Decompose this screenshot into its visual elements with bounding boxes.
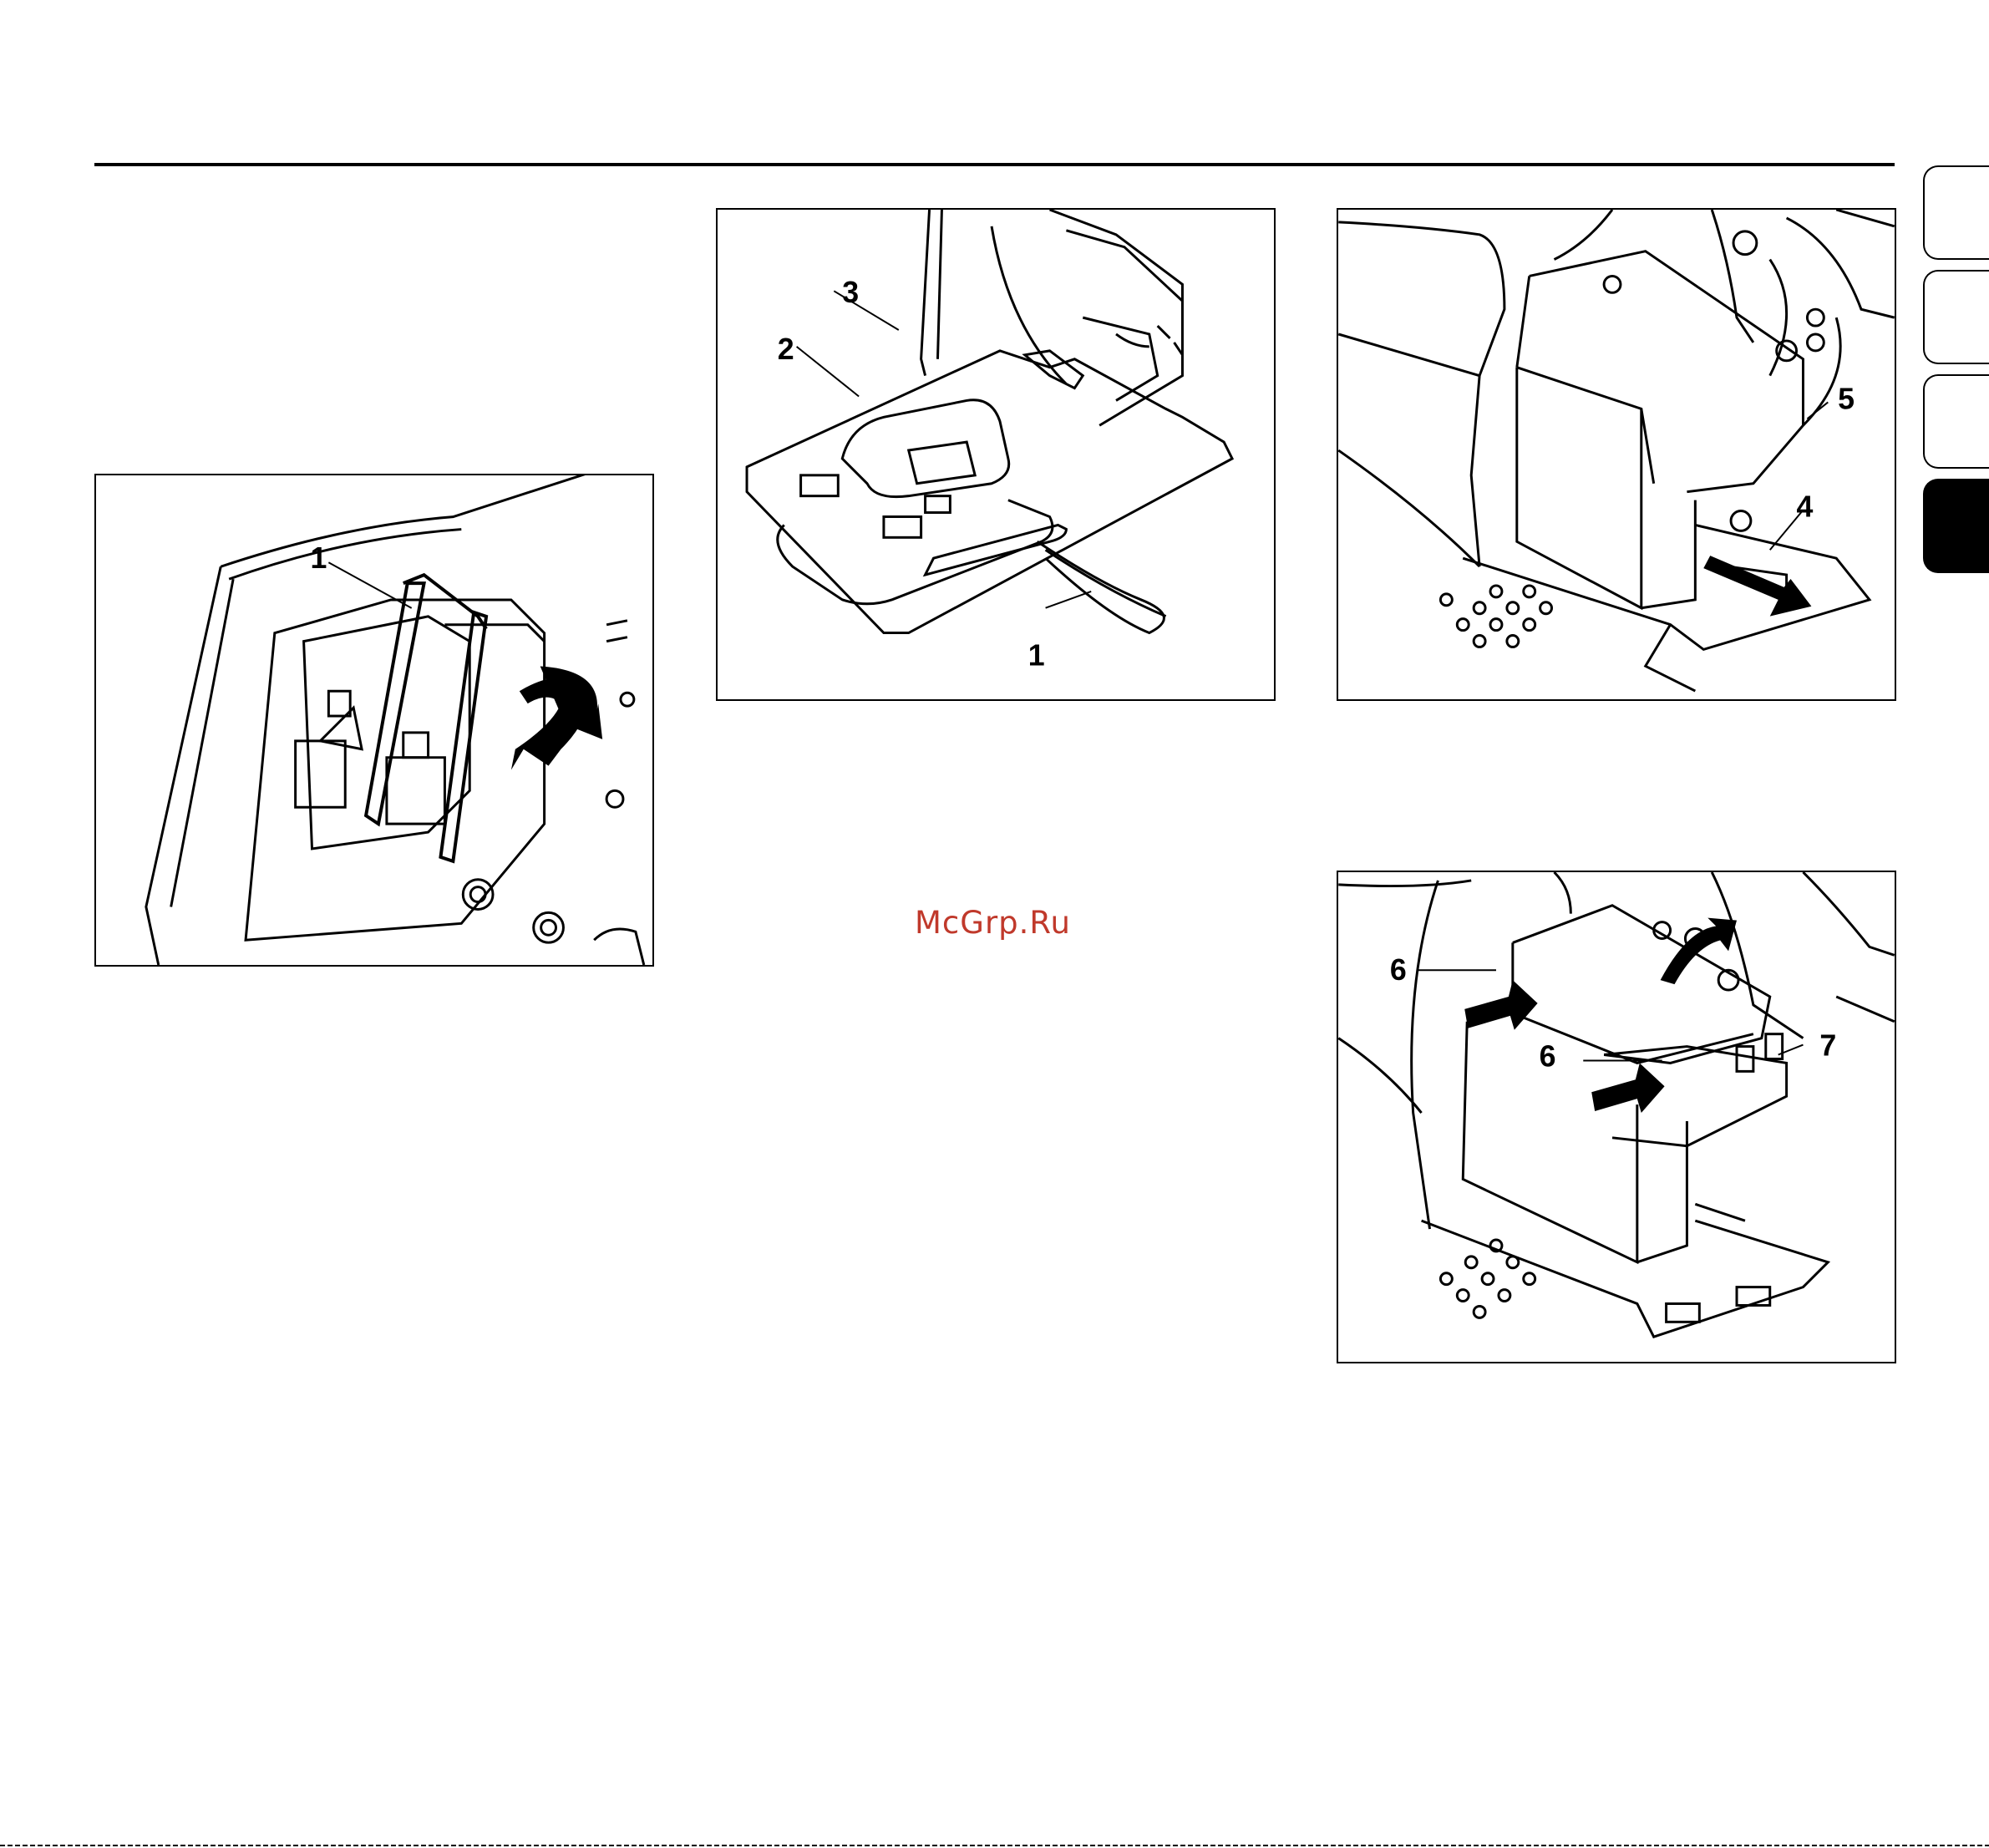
figure-battery-cover-install: 6 6 7: [1337, 871, 1896, 1363]
illustration-tray: 3 2 1: [718, 210, 1274, 699]
callout-2: 2: [778, 333, 794, 366]
callout-6-upper: 6: [1390, 953, 1407, 987]
callout-1: 1: [311, 541, 327, 575]
chapter-tab-3[interactable]: [1923, 374, 1989, 469]
illustration-cover: 6 6 7: [1338, 872, 1895, 1362]
header-rule: [94, 163, 1895, 166]
illustration-strap: 1: [96, 475, 652, 965]
callout-7: 7: [1819, 1029, 1836, 1063]
chapter-tab-2[interactable]: [1923, 270, 1989, 364]
watermark: McGrp.Ru: [915, 905, 1071, 941]
illustration-removal: 5 4: [1338, 210, 1895, 699]
chapter-tab-1[interactable]: [1923, 165, 1989, 260]
figure-battery-tray: 3 2 1: [716, 208, 1276, 701]
callout-4: 4: [1797, 490, 1814, 523]
figure-battery-strap-release: 1: [94, 474, 654, 967]
callout-5: 5: [1838, 382, 1855, 415]
figure-battery-removal: 5 4: [1337, 208, 1896, 701]
chapter-tab-4-active[interactable]: [1923, 479, 1989, 573]
callout-3: 3: [842, 276, 859, 309]
callout-6-lower: 6: [1540, 1039, 1556, 1073]
callout-1: 1: [1028, 638, 1045, 672]
footer-rule: [0, 1845, 1989, 1846]
